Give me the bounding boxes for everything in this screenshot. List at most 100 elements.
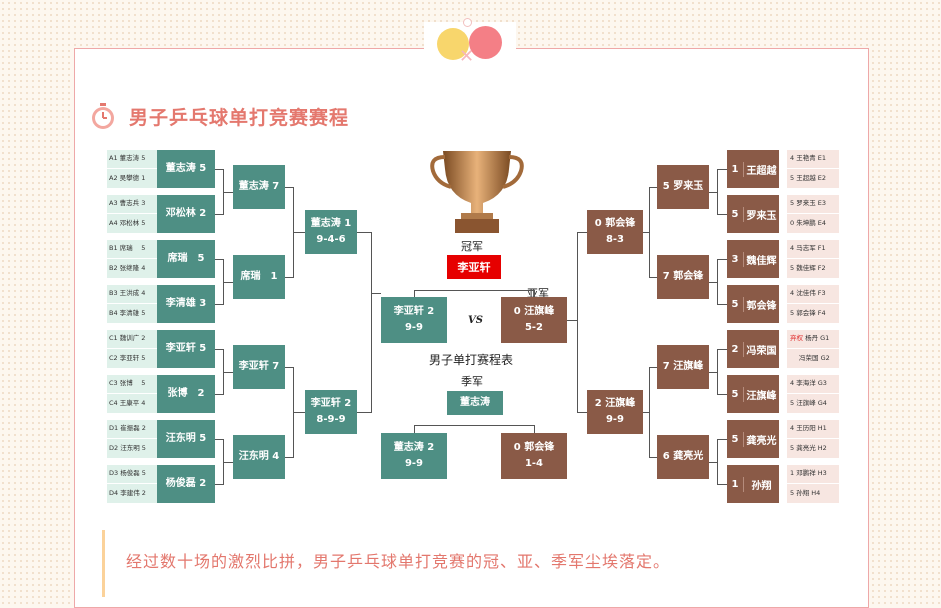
- quote-bar: [102, 530, 105, 597]
- separator: [787, 168, 839, 169]
- seed-number: 2: [731, 343, 739, 355]
- bracket-line: [285, 367, 293, 368]
- separator: [787, 258, 839, 259]
- game-scores: 8-3: [605, 234, 625, 245]
- round2-winner: 董志涛 7: [233, 165, 285, 209]
- player-name: 汪旗峰: [743, 386, 779, 402]
- player-name: 冯荣国: [743, 341, 779, 357]
- third-place-name: 董志涛: [447, 391, 503, 415]
- bracket-line: [649, 187, 650, 278]
- bracket-line: [577, 232, 578, 413]
- seed-entry: 4 王艳青 E1: [790, 154, 827, 162]
- seed-entry: C1 魏训广 2: [109, 334, 146, 342]
- round1-winner: 邓松林 2: [157, 195, 215, 233]
- player-name: 魏佳辉: [743, 251, 779, 267]
- bracket-line: [577, 232, 587, 233]
- bracket-line: [717, 439, 727, 440]
- bracket-line: [215, 259, 223, 260]
- player-score: 李清雄 3: [165, 298, 207, 309]
- bracket-line: [717, 169, 718, 215]
- bracket-line: [293, 412, 305, 413]
- seed-entry: B1 席瑞 5: [109, 244, 146, 252]
- seed-entry: B2 张继隆 4: [109, 264, 146, 272]
- round2-winner: 5 罗来玉: [657, 165, 709, 209]
- summary-text: 经过数十场的激烈比拼，男子乒乓球单打竞赛的冠、亚、季军尘埃落定。: [126, 552, 671, 571]
- bracket-line: [649, 367, 657, 368]
- player-score: 汪东明 4: [238, 451, 280, 462]
- seed-pair-box: 4 王历阳 H1 5 龚亮光 H2: [787, 420, 839, 458]
- bracket-line: [414, 290, 415, 297]
- bracket-line: [414, 290, 534, 291]
- player-score: 2 汪旗峰: [594, 398, 636, 409]
- seed-entry: 5 郭会锋 F4: [790, 309, 826, 317]
- seed-number: 5: [731, 298, 739, 310]
- separator: [787, 483, 839, 484]
- bracket-line: [717, 214, 727, 215]
- player-score: 0 郭会锋: [513, 442, 555, 453]
- seed-entry: 4 王历阳 H1: [790, 424, 827, 432]
- seed-pair-box: C1 魏训广 2 C2 李亚轩 5: [107, 330, 157, 368]
- player-name: 郭会锋: [743, 296, 779, 312]
- seed-entry: 5 龚亮光 H2: [790, 444, 827, 452]
- seed-entry: A3 曹志兵 3: [109, 199, 146, 207]
- vs-label: VS: [468, 315, 483, 326]
- schedule-title: 男子单打赛程表: [429, 353, 514, 367]
- bracket-line: [285, 277, 293, 278]
- round1-winner: 李清雄 3: [157, 285, 215, 323]
- player-score: 汪东明 5: [165, 433, 207, 444]
- bracket-line: [717, 304, 727, 305]
- separator: [107, 303, 157, 304]
- player-name: 董志涛: [460, 397, 490, 408]
- forfeit-label: 弃权: [790, 334, 803, 342]
- game-scores: 8-9-9: [316, 414, 346, 425]
- seed-entry: 冯荣国 G2: [799, 354, 830, 362]
- separator: [107, 258, 157, 259]
- bracket-line: [285, 457, 293, 458]
- seed-entry: C2 李亚轩 5: [109, 354, 146, 362]
- player-score: 董志涛 5: [165, 163, 207, 174]
- seed-entry: B4 李清雄 5: [109, 309, 146, 317]
- bracket-line: [357, 412, 371, 413]
- player-score: 李亚轩 2: [310, 398, 352, 409]
- seed-entry: C4 王康平 4: [109, 399, 146, 407]
- game-scores: 9-9: [404, 322, 424, 333]
- player-score: 邓松林 2: [165, 208, 207, 219]
- seed-number: 3: [731, 253, 739, 265]
- seed-entry: 1 邓鹏祥 H3: [790, 469, 827, 477]
- player-score: 张博 2: [167, 388, 205, 399]
- seed-entry: 5 魏佳辉 F2: [790, 264, 826, 272]
- bracket-line: [577, 412, 587, 413]
- separator: [107, 438, 157, 439]
- seed-pair-box: B1 席瑞 5 B2 张继隆 4: [107, 240, 157, 278]
- round1-winner: 5 郭会锋: [727, 285, 779, 323]
- bracket-line: [534, 425, 535, 433]
- player-score: 席瑞 1: [240, 271, 278, 282]
- game-scores: 9-9: [404, 458, 424, 469]
- seed-entry: D2 汪东明 5: [109, 444, 146, 452]
- seed-entry: 弃权 杨丹 G1: [790, 332, 829, 342]
- round2-winner: 李亚轩 7: [233, 345, 285, 389]
- separator: [787, 303, 839, 304]
- round1-winner: 董志涛 5: [157, 150, 215, 188]
- bracket-line: [223, 371, 233, 373]
- bracket-line: [215, 484, 223, 485]
- player-score: 杨俊磊 2: [165, 478, 207, 489]
- round1-winner: 杨俊磊 2: [157, 465, 215, 503]
